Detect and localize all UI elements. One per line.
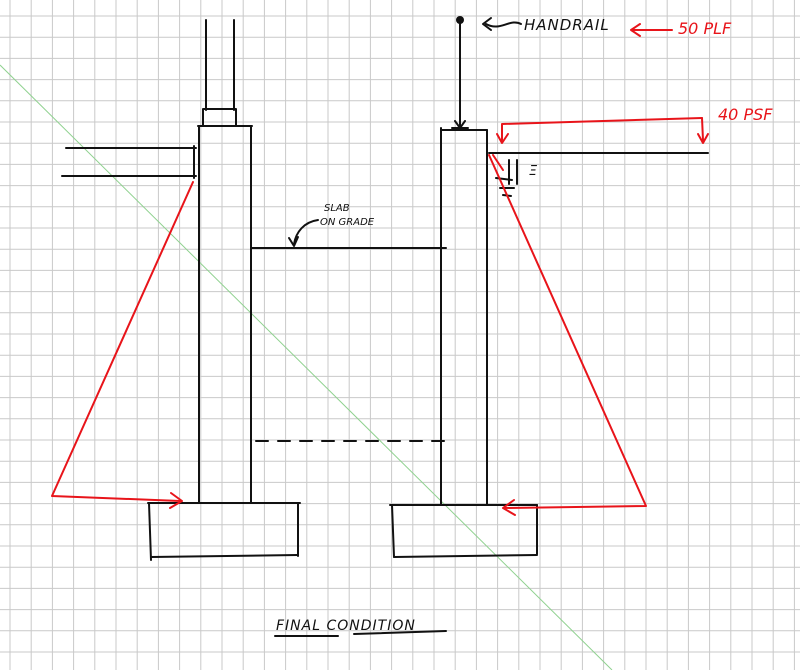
right-wall (440, 16, 709, 506)
right-soil-pressure-diagram (488, 154, 647, 516)
slab-leader-line (288, 219, 319, 247)
handrail-leader (482, 17, 522, 31)
water-table-symbol: Ξ (529, 164, 538, 179)
right-footing (389, 504, 538, 558)
handrail-load-arrow (630, 23, 673, 37)
title-underline (274, 630, 447, 637)
handrail-label: HANDRAIL (524, 16, 610, 34)
slab-on-grade (251, 247, 447, 442)
slab-label-line1: SLAB (324, 203, 350, 214)
left-soil-pressure-diagram (51, 181, 194, 509)
left-footing (147, 502, 301, 561)
drawing-title: FINAL CONDITION (276, 618, 416, 634)
left-wall (61, 19, 253, 504)
handrail-load-label: 50 PLF (678, 19, 732, 38)
surcharge-load-label: 40 PSF (718, 105, 773, 124)
surcharge-load-markup (496, 117, 709, 144)
diagonal-guide-line (0, 64, 613, 670)
slab-label-line2: ON GRADE (320, 217, 375, 228)
